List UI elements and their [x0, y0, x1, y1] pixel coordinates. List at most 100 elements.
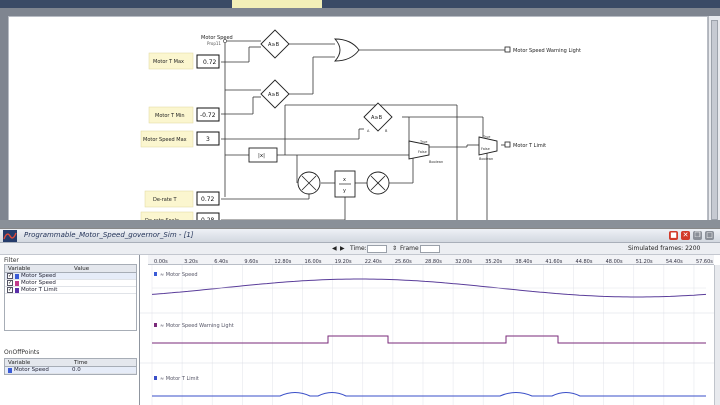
- multiplier-1[interactable]: [297, 171, 321, 195]
- divider-block[interactable]: x y: [334, 170, 356, 198]
- top-highlight: [232, 0, 322, 8]
- input-motor-speed-max[interactable]: [140, 130, 194, 148]
- switch-1[interactable]: True False Boolean: [408, 140, 443, 164]
- input-motor-speed-sublabel: Prop11: [207, 41, 221, 46]
- simulated-frames: Simulated frames: 2200: [628, 245, 701, 252]
- comparator-1[interactable]: A≥B: [260, 29, 290, 59]
- frame-field[interactable]: [420, 245, 440, 253]
- tick-label: 57.60s: [696, 259, 713, 265]
- comparator-2[interactable]: A≥B: [260, 79, 290, 109]
- close-icon[interactable]: ✕: [681, 231, 690, 240]
- divider-numerator: x: [343, 177, 346, 183]
- const-t-min[interactable]: [196, 107, 220, 122]
- scope-title: Programmable_Motor_Speed_governor_Sim - …: [24, 231, 194, 239]
- stop-icon[interactable]: ■: [669, 231, 678, 240]
- table-row[interactable]: ✓ Motor Speed: [5, 280, 136, 287]
- table-row[interactable]: ✓ Motor Speed: [5, 273, 136, 280]
- motor-speed-trace: [151, 278, 707, 298]
- input-motor-speed-label: Motor Speed: [201, 35, 233, 41]
- diagram-scroll-thumb[interactable]: [711, 20, 718, 220]
- prev-frame-icon[interactable]: ◀: [332, 245, 337, 252]
- time-field[interactable]: [367, 245, 387, 253]
- variable-name: Motor T Limit: [21, 287, 58, 293]
- table-row[interactable]: ✓ Motor T Limit: [5, 287, 136, 294]
- t-limit-trace: [152, 392, 706, 397]
- const-derate-t[interactable]: [196, 191, 220, 206]
- input-motor-t-max[interactable]: [148, 52, 194, 70]
- checkbox[interactable]: ✓: [7, 287, 13, 293]
- output-t-limit[interactable]: Motor T Limit: [504, 141, 546, 149]
- switch-2-false: False: [481, 147, 490, 151]
- tick-label: 35.20s: [485, 259, 502, 265]
- lane-swatch: [154, 323, 157, 327]
- restore-icon[interactable]: ❐: [693, 231, 702, 240]
- maximize-icon[interactable]: □: [705, 231, 714, 240]
- lane-swatch: [154, 376, 157, 380]
- checkbox[interactable]: ✓: [7, 273, 13, 279]
- tick-label: 9.60s: [244, 259, 258, 265]
- variable-time: 0.0: [72, 367, 81, 373]
- tick-label: 32.00s: [455, 259, 472, 265]
- output-warning-light[interactable]: Motor Speed Warning Light: [504, 46, 581, 54]
- switch-2-true: True: [482, 135, 490, 139]
- tick-label: 16.00s: [305, 259, 322, 265]
- switch-1-false: False: [418, 150, 427, 154]
- filter-label: Filter: [4, 257, 19, 264]
- plot-vertical-scrollbar[interactable]: [714, 265, 720, 405]
- col-time: Time: [74, 360, 88, 366]
- input-derate-t[interactable]: [144, 190, 194, 208]
- output-warning-light-label: Motor Speed Warning Light: [513, 48, 581, 54]
- checkbox[interactable]: ✓: [7, 280, 13, 286]
- variable-name: Motor Speed: [21, 273, 56, 279]
- tick-label: 0.00s: [154, 259, 168, 265]
- tick-label: 12.80s: [274, 259, 291, 265]
- scope-logo-icon: [3, 230, 17, 242]
- comparator-3-port-b: B: [385, 129, 388, 133]
- variables-panel: Filter Variable Value ✓ Motor Speed ✓ Mo…: [0, 255, 140, 405]
- or-gate[interactable]: [333, 38, 360, 62]
- switch-1-true: True: [419, 140, 427, 144]
- frame-label: Frame: [400, 245, 419, 252]
- tick-label: 41.60s: [545, 259, 562, 265]
- variable-name: Motor Speed: [14, 367, 49, 373]
- warning-light-trace: [152, 335, 706, 344]
- comparator-2-label: A≥B: [268, 92, 280, 98]
- const-derate-t-value: 0.72: [201, 196, 215, 203]
- switch-2[interactable]: True False Boolean: [478, 135, 498, 161]
- comparator-3-label: A≥B: [371, 115, 383, 121]
- lane-swatch: [154, 272, 157, 276]
- table-row[interactable]: Motor Speed 0.0: [5, 367, 136, 374]
- switch-1-label: Boolean: [429, 160, 443, 164]
- input-motor-t-max-label: Motor T Max: [153, 59, 184, 65]
- tick-label: 44.80s: [576, 259, 593, 265]
- variable-name: Motor Speed: [21, 280, 56, 286]
- next-frame-icon[interactable]: ▶: [340, 245, 345, 252]
- block-diagram-canvas[interactable]: Motor Speed Prop11 Motor T Max 0.72 Moto…: [8, 16, 708, 229]
- input-derate-t-label: De-rate T: [153, 197, 177, 203]
- input-motor-t-min[interactable]: [148, 106, 194, 124]
- scope-toolbar: ◀ ▶ Time: ⇕ Frame Simulated frames: 2200: [0, 243, 720, 255]
- const-t-max[interactable]: [196, 54, 220, 69]
- color-swatch: [15, 288, 19, 293]
- block-diagram: Motor Speed Prop11 Motor T Max 0.72 Moto…: [140, 29, 581, 229]
- pane-splitter[interactable]: [0, 220, 720, 228]
- diagram-vertical-scrollbar[interactable]: [708, 16, 720, 228]
- frame-spin-icon[interactable]: ⇕: [392, 245, 398, 252]
- comparator-3[interactable]: A≥B A B: [363, 102, 393, 133]
- tick-label: 54.40s: [666, 259, 683, 265]
- col-value: Value: [74, 266, 90, 272]
- scope-window: Programmable_Motor_Speed_governor_Sim - …: [0, 228, 720, 405]
- tick-label: 3.20s: [184, 259, 198, 265]
- tick-label: 38.40s: [515, 259, 532, 265]
- color-swatch: [15, 274, 19, 279]
- time-label: Time:: [350, 245, 367, 252]
- multiplier-2[interactable]: [366, 171, 390, 195]
- const-speed-max[interactable]: [196, 131, 220, 146]
- const-t-min-value: -0.72: [200, 112, 216, 119]
- abs-block[interactable]: |x|: [248, 147, 278, 163]
- output-t-limit-label: Motor T Limit: [513, 143, 546, 149]
- switch-2-label: Boolean: [479, 157, 493, 161]
- input-motor-t-min-label: Motor T Min: [155, 113, 185, 119]
